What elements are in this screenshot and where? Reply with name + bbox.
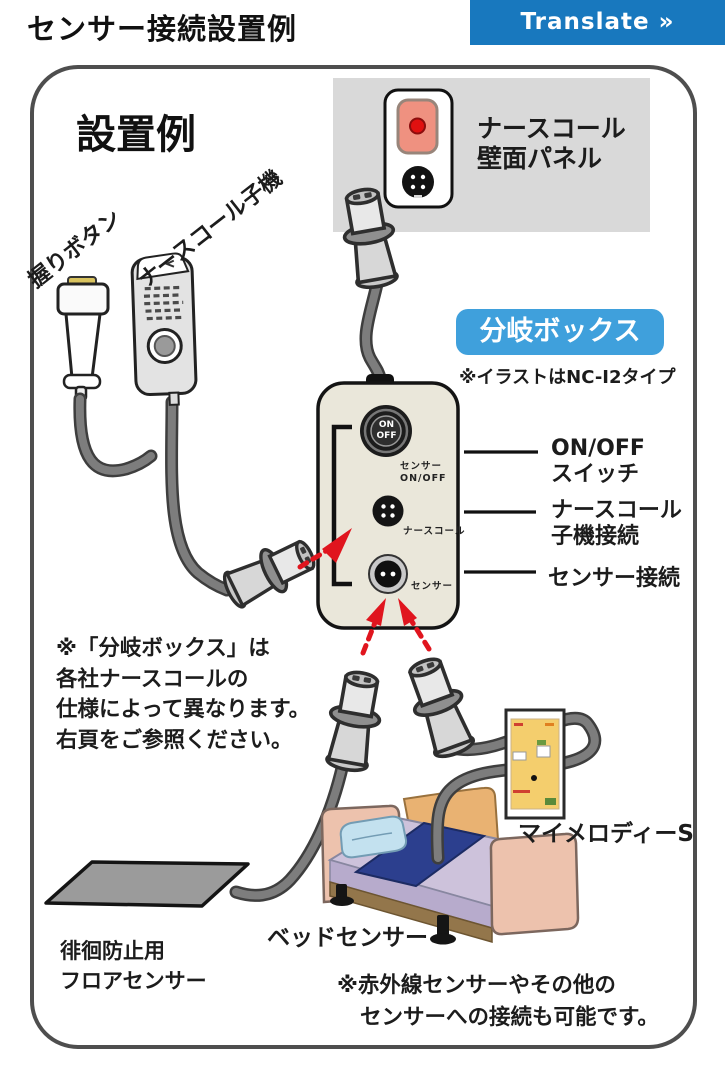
- box-port-label-sensor-onoff: センサー ON/OFF: [400, 461, 447, 484]
- illustration-type-note: ※イラストはNC-I2タイプ: [459, 367, 676, 388]
- callout-onoff-switch: ON/OFF スイッチ: [551, 436, 645, 487]
- diagram-frame: [30, 65, 697, 1049]
- floor-sensor-label: 徘徊防止用 フロアセンサー: [60, 939, 207, 993]
- callout-sensor-connection: センサー接続: [548, 566, 681, 591]
- my-melody-label: マイメロディーS: [518, 821, 694, 847]
- onoff-button-label: ON OFF: [376, 420, 397, 441]
- bottom-note-line2: センサーへの接続も可能です。: [360, 1005, 659, 1030]
- box-port-label-nurse-call: ナースコール: [403, 526, 466, 537]
- box-port-label-sensor: センサー: [411, 581, 454, 592]
- diagram-heading: 設置例: [76, 112, 196, 158]
- bed-sensor-label: ベッドセンサー: [267, 925, 428, 951]
- page-title: センサー接続設置例: [27, 12, 298, 46]
- branch-box-note: ※「分岐ボックス」は 各社ナースコールの 仕様によって異なります。 右頁をご参照…: [56, 636, 311, 753]
- translate-button[interactable]: Translate »: [470, 0, 725, 45]
- wall-panel-label: ナースコール 壁面パネル: [477, 114, 626, 173]
- bottom-note-line1: ※赤外線センサーやその他の: [337, 973, 616, 998]
- callout-handset-connection: ナースコール 子機接続: [551, 498, 682, 549]
- branch-box-label: 分岐ボックス: [456, 309, 664, 355]
